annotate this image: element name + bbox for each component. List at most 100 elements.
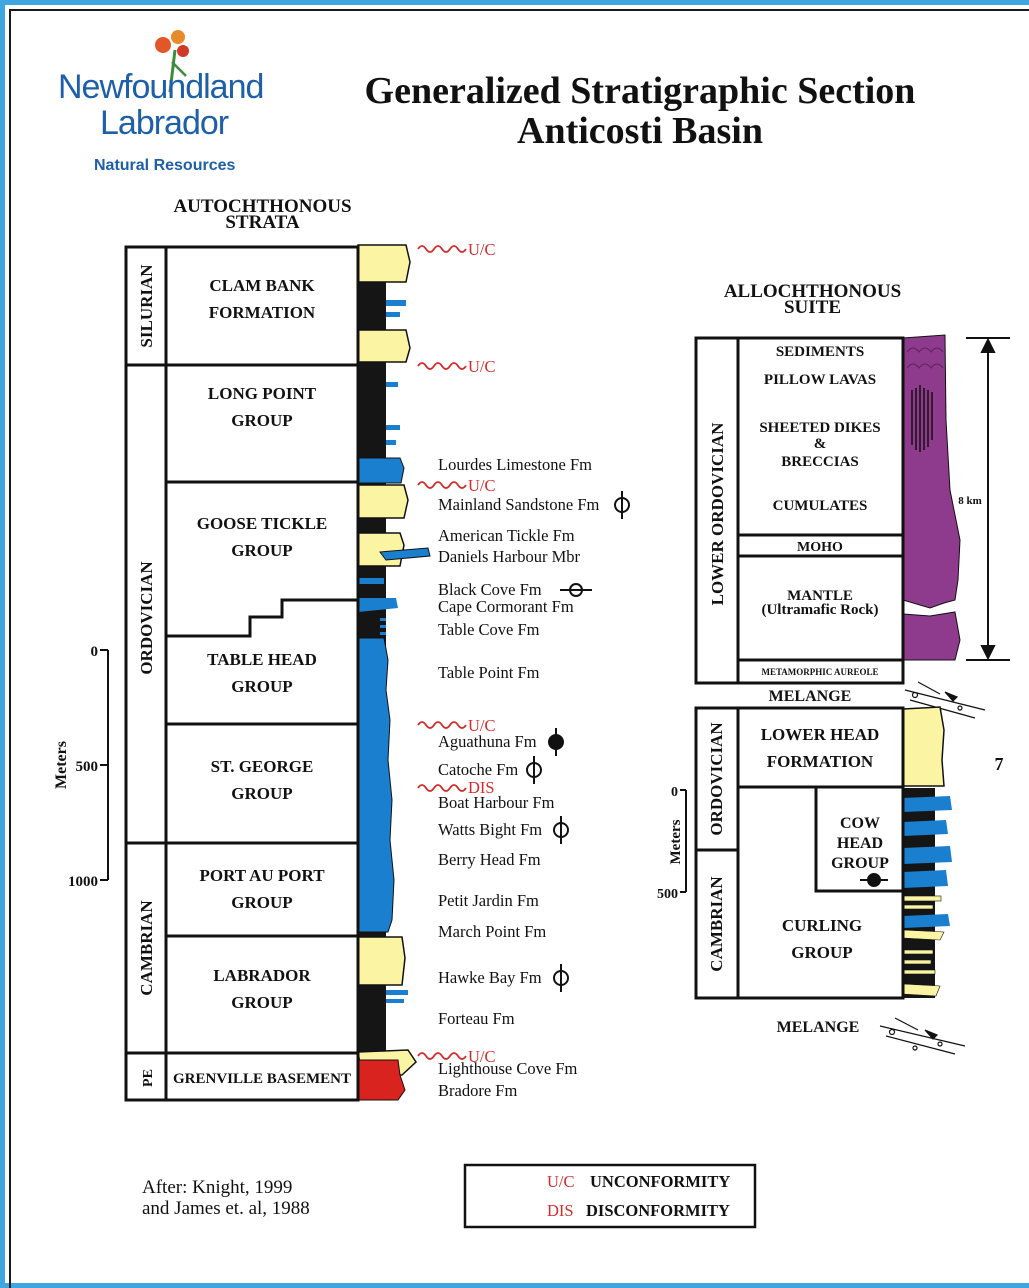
- uc-label-2: U/C: [468, 357, 496, 376]
- logo-natural-resources: Natural Resources: [94, 157, 236, 174]
- thickness-arrow: [966, 337, 1010, 661]
- cow-head-line1: COW: [840, 815, 880, 832]
- allo-sediments: SEDIMENTS: [776, 344, 864, 360]
- formation-name: Bradore Fm: [438, 1081, 517, 1100]
- allo-table: [694, 336, 905, 685]
- legend-uc: U/C: [547, 1172, 575, 1191]
- left-lithology-column: [357, 244, 431, 1101]
- left-period-labels: SILURIAN ORDOVICIAN CAMBRIAN PE Meters: [53, 264, 156, 1087]
- uc-label-1: U/C: [468, 240, 496, 259]
- lower-head-line2: FORMATION: [767, 752, 874, 771]
- heading-strata: STRATA: [225, 212, 300, 233]
- logo-newfoundland: Newfoundland: [58, 68, 264, 106]
- formation-name: Forteau Fm: [438, 1009, 515, 1028]
- period-ordovician-lower: ORDOVICIAN: [707, 722, 726, 836]
- scale-tick: 500: [76, 759, 99, 775]
- formation-name: Table Point Fm: [438, 663, 540, 682]
- lower-head-line1: LOWER HEAD: [761, 725, 880, 744]
- credit-line-1: After: Knight, 1999: [142, 1177, 293, 1198]
- lower-scale-bar: [680, 789, 687, 893]
- period-cambrian: CAMBRIAN: [137, 900, 156, 996]
- allo-ampersand: &: [814, 436, 827, 452]
- formation-name: Cape Cormorant Fm: [438, 597, 574, 616]
- unconformity-labels: U/C U/C U/C U/C DIS U/C: [468, 240, 496, 1066]
- allo-melange: MELANGE: [769, 688, 852, 705]
- cow-head-line2: HEAD: [837, 835, 883, 852]
- lower-scale-tick: 0: [671, 785, 678, 800]
- cow-head-line3: GROUP: [831, 855, 889, 872]
- dis-label: DIS: [468, 778, 495, 797]
- unit-grenville-basement: GRENVILLE BASEMENT: [173, 1071, 351, 1087]
- scale-label: Meters: [53, 741, 70, 789]
- lower-scale-label: Meters: [668, 819, 684, 864]
- curling-line2: GROUP: [791, 943, 852, 962]
- allo-moho: MOHO: [797, 540, 843, 555]
- formation-name: Table Cove Fm: [438, 620, 540, 639]
- credit-line-2: and James et. al, 1988: [142, 1198, 310, 1219]
- heading-suite: SUITE: [783, 297, 842, 318]
- formation-name: Berry Head Fm: [438, 850, 541, 869]
- inner-border: [9, 9, 1029, 1288]
- title-line-1: Generalized Stratigraphic Section: [364, 70, 916, 112]
- allo-sheeted-dikes: SHEETED DIKES: [759, 420, 880, 436]
- formation-name: Boat Harbour Fm: [438, 793, 555, 812]
- left-scale-bar: [100, 649, 109, 881]
- formation-name: Daniels Harbour Mbr: [438, 547, 581, 566]
- scale-tick: 0: [91, 644, 99, 660]
- lower-scale-ticks: 0 500: [657, 785, 678, 902]
- uc-label-3: U/C: [468, 476, 496, 495]
- legend-box: U/C DIS UNCONFORMITY DISCONFORMITY: [463, 1163, 757, 1229]
- allo-labels: SEDIMENTS PILLOW LAVAS SHEETED DIKES & B…: [708, 344, 982, 705]
- period-lower-ordovician: LOWER ORDOVICIAN: [708, 422, 727, 605]
- left-column-table: [124, 245, 360, 1102]
- lower-table: [694, 706, 905, 1000]
- period-ordovician: ORDOVICIAN: [137, 561, 156, 675]
- heading-autochthonous: AUTOCHTHONOUS: [173, 196, 352, 217]
- period-cambrian-lower: CAMBRIAN: [707, 876, 726, 972]
- legend-dis: DIS: [547, 1201, 574, 1220]
- formation-name: Aguathuna Fm: [438, 732, 537, 751]
- allo-thickness: 8 km: [958, 495, 982, 507]
- allo-breccias: BRECCIAS: [781, 454, 859, 470]
- scale-tick: 1000: [68, 874, 98, 890]
- logo-labrador: Labrador: [100, 104, 229, 142]
- formation-name: Lighthouse Cove Fm: [438, 1059, 577, 1078]
- formation-name: American Tickle Fm: [438, 526, 575, 545]
- uc-label-5: U/C: [468, 1047, 496, 1066]
- formation-name: Mainland Sandstone Fm: [438, 495, 599, 514]
- formation-name: Petit Jardin Fm: [438, 891, 539, 910]
- period-pe: PE: [141, 1069, 156, 1087]
- lower-scale-tick: 500: [657, 887, 678, 902]
- ophiolite-column: [902, 334, 961, 661]
- lower-melange: MELANGE: [777, 1019, 860, 1036]
- uc-label-4: U/C: [468, 716, 496, 735]
- allo-cumulates: CUMULATES: [773, 498, 868, 514]
- formation-name: Lourdes Limestone Fm: [438, 455, 592, 474]
- formation-name: Black Cove Fm: [438, 580, 542, 599]
- formation-name: Watts Bight Fm: [438, 820, 542, 839]
- lower-lithology-column: [902, 706, 952, 998]
- heading-allochthonous: ALLOCHTHONOUS: [723, 281, 902, 302]
- page-number: 7: [995, 754, 1004, 774]
- formation-name: March Point Fm: [438, 922, 546, 941]
- title-line-2: Anticosti Basin: [517, 110, 763, 152]
- allo-metamorphic-aureole: METAMORPHIC AUREOLE: [761, 667, 878, 677]
- curling-line1: CURLING: [782, 916, 862, 935]
- formation-list: Lourdes Limestone Fm Mainland Sandstone …: [438, 455, 599, 1100]
- allo-pillow-lavas: PILLOW LAVAS: [764, 372, 876, 388]
- formation-name: Hawke Bay Fm: [438, 968, 542, 987]
- legend-unconformity: UNCONFORMITY: [590, 1172, 730, 1191]
- lower-labels: LOWER HEAD FORMATION COW HEAD GROUP CURL…: [668, 722, 1004, 1036]
- legend-disconformity: DISCONFORMITY: [586, 1201, 730, 1220]
- period-silurian: SILURIAN: [137, 264, 156, 348]
- allo-ultramafic: (Ultramafic Rock): [761, 602, 878, 618]
